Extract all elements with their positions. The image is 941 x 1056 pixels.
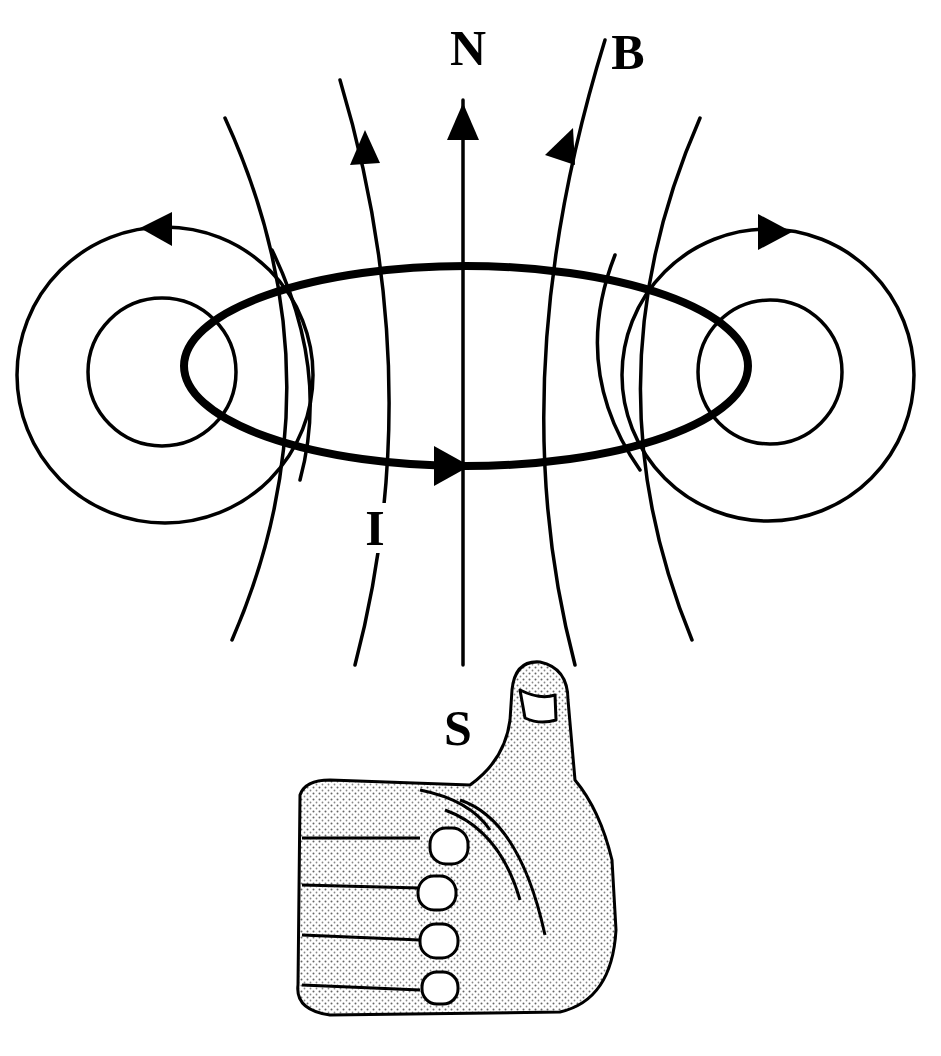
right-hand <box>298 662 616 1015</box>
south-pole-label: S <box>441 703 475 753</box>
arrowhead <box>758 214 792 250</box>
field-circle <box>17 227 313 523</box>
arrowhead <box>350 130 380 165</box>
field-line <box>544 40 605 665</box>
arrowhead <box>140 212 172 246</box>
field-line <box>640 118 700 640</box>
north-pole-label: N <box>447 23 489 73</box>
arrowhead <box>447 103 479 140</box>
current-label: I <box>362 503 387 553</box>
field-line <box>340 80 389 665</box>
field-circle <box>622 229 914 521</box>
arrowhead <box>545 128 575 165</box>
current-loop <box>184 266 748 466</box>
current-arrow <box>434 446 470 486</box>
field-label: B <box>608 27 647 77</box>
field-line <box>461 100 465 665</box>
field-line <box>225 118 287 640</box>
